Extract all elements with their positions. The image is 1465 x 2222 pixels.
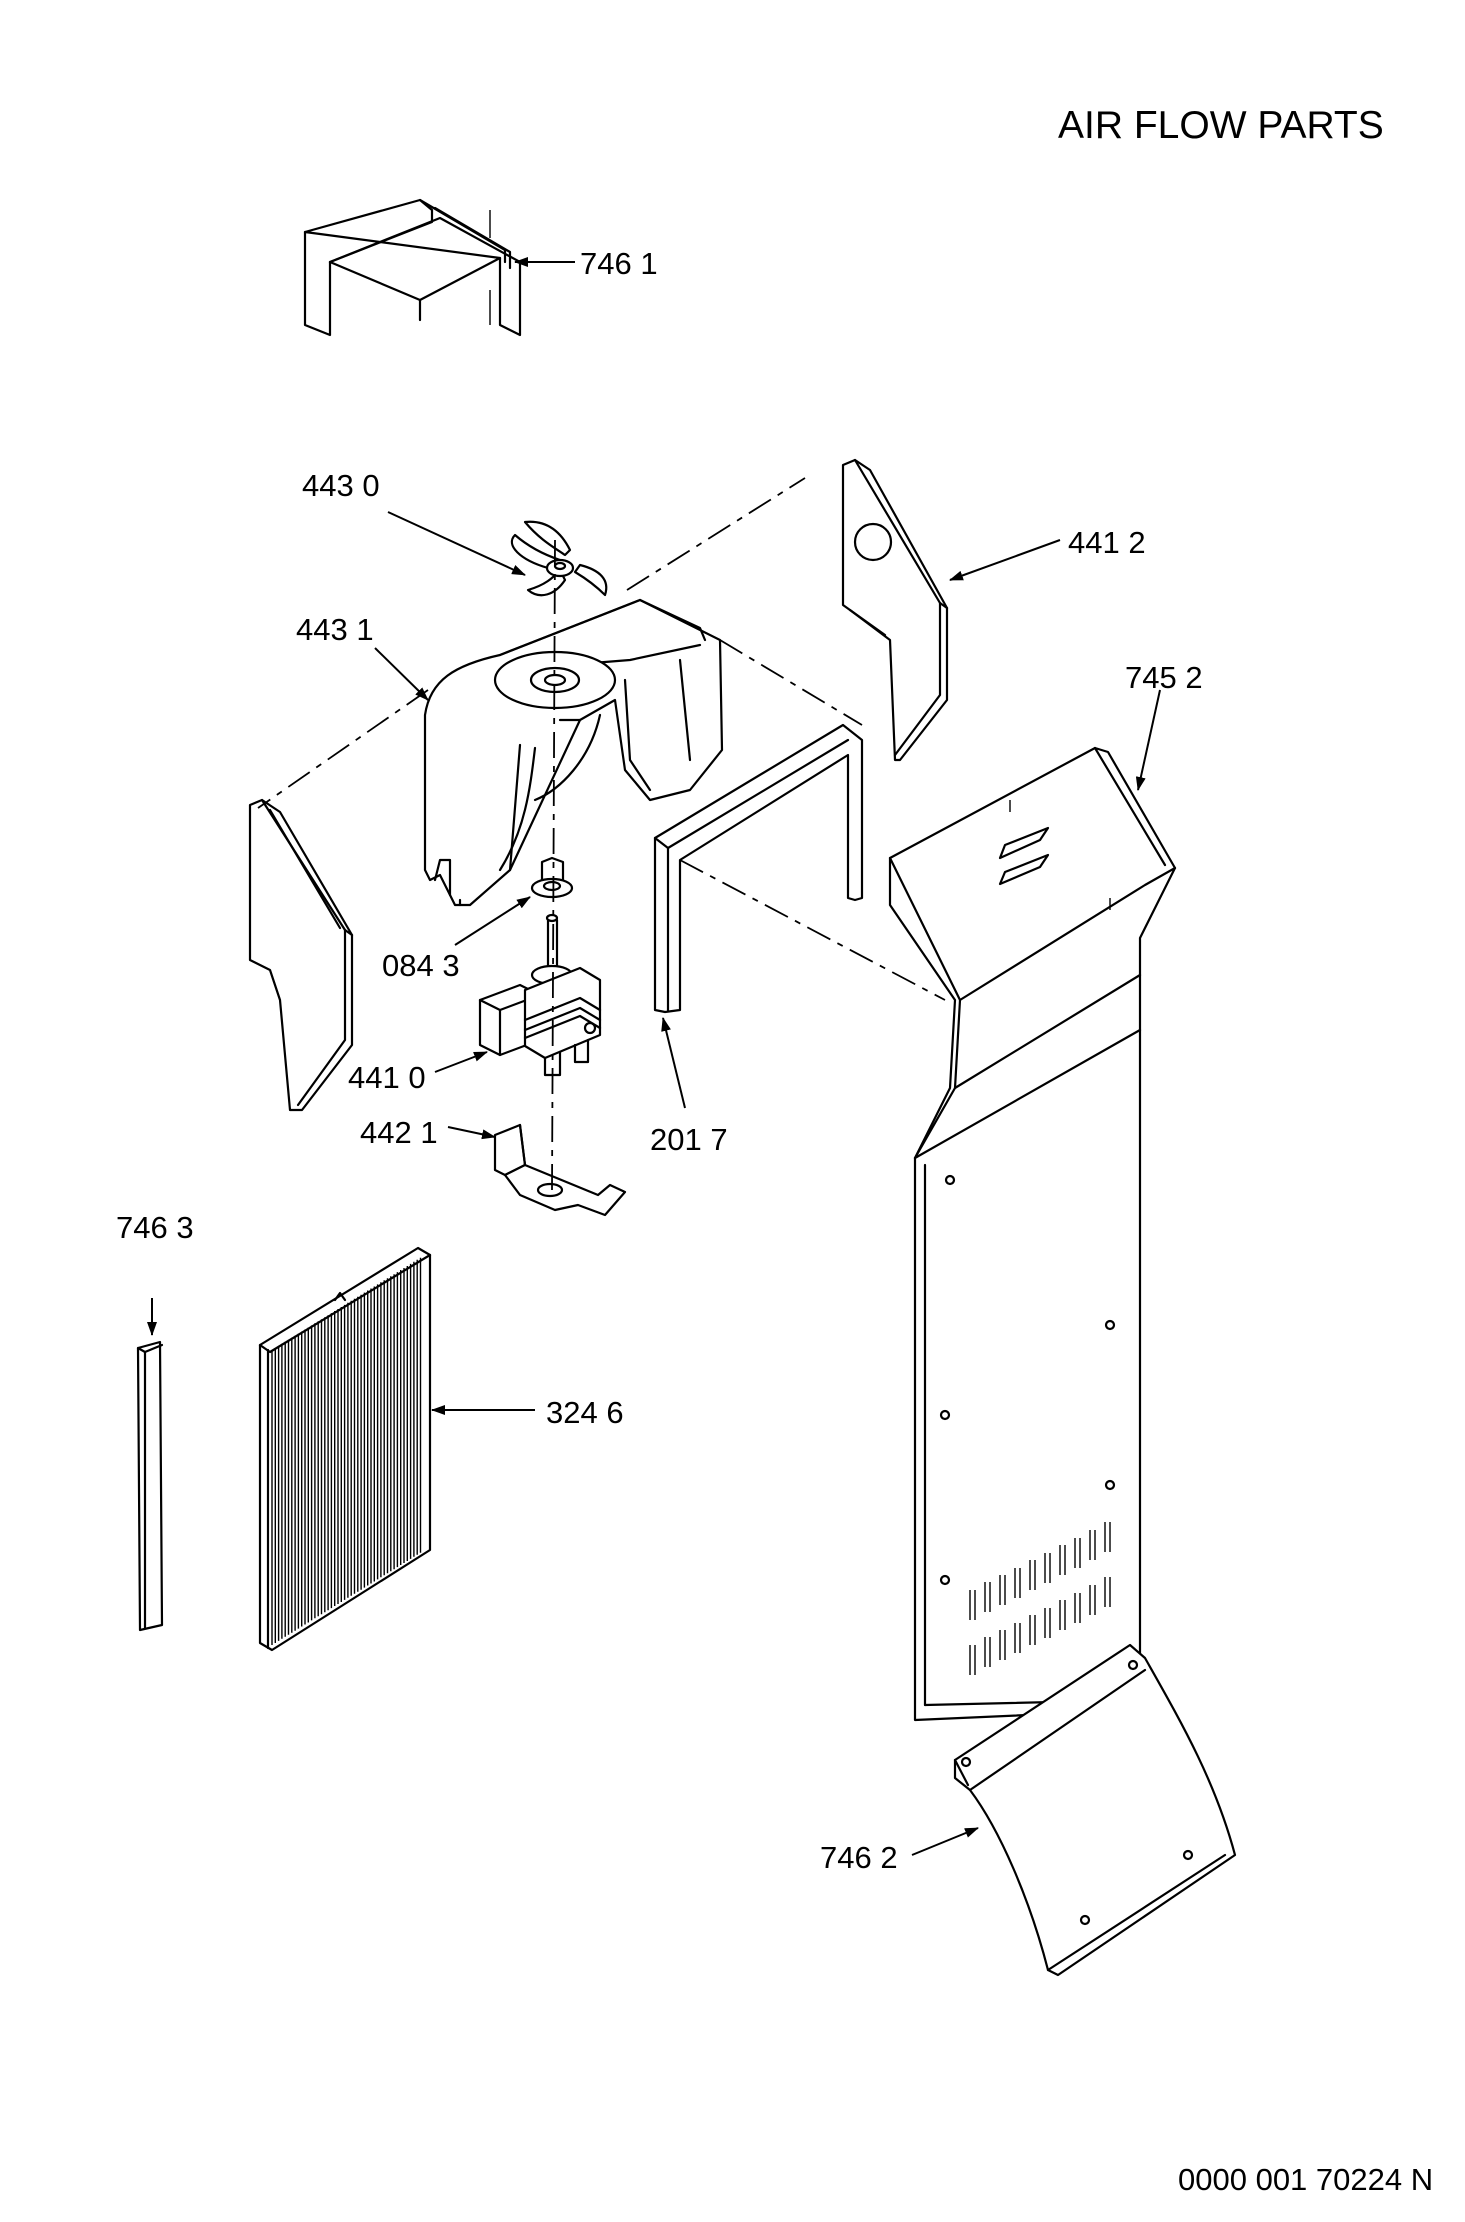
part-label-4431: 443 1 — [296, 612, 374, 647]
assembly-centerlines — [257, 477, 946, 1191]
side-panel-right-icon — [841, 458, 949, 762]
part-label-7462: 746 2 — [820, 1840, 898, 1875]
diagram-title: AIR FLOW PARTS — [1058, 104, 1384, 147]
part-label-2017: 201 7 — [650, 1122, 728, 1157]
part-label-3246: 324 6 — [546, 1395, 624, 1430]
gasket-frame-icon — [653, 723, 864, 1014]
part-label-7452: 745 2 — [1125, 660, 1203, 695]
part-label-4412: 441 2 — [1068, 525, 1146, 560]
evaporator-grille-icon — [258, 1246, 432, 1652]
bottom-deflector-icon — [953, 1643, 1237, 1977]
part-label-7461: 746 1 — [580, 246, 658, 281]
motor-bracket-icon — [493, 1123, 627, 1217]
part-label-4430: 443 0 — [302, 468, 380, 503]
shroud-top-icon — [303, 198, 522, 337]
part-label-7463: 746 3 — [116, 1210, 194, 1245]
part-label-4410: 441 0 — [348, 1060, 426, 1095]
part-label-0843: 084 3 — [382, 948, 460, 983]
part-label-4421: 442 1 — [360, 1115, 438, 1150]
shaft-bushing-icon — [530, 856, 574, 899]
fan-motor-icon — [478, 913, 602, 1077]
fan-blade-icon — [510, 520, 608, 597]
side-panel-left-icon — [248, 798, 354, 1112]
leader-lines — [147, 257, 1161, 1856]
document-number: 0000 001 70224 N — [1178, 2162, 1434, 2197]
air-duct-icon — [888, 746, 1177, 1722]
duct-vent-slots-icon — [969, 1522, 1111, 1675]
foam-strip-icon — [136, 1340, 164, 1632]
